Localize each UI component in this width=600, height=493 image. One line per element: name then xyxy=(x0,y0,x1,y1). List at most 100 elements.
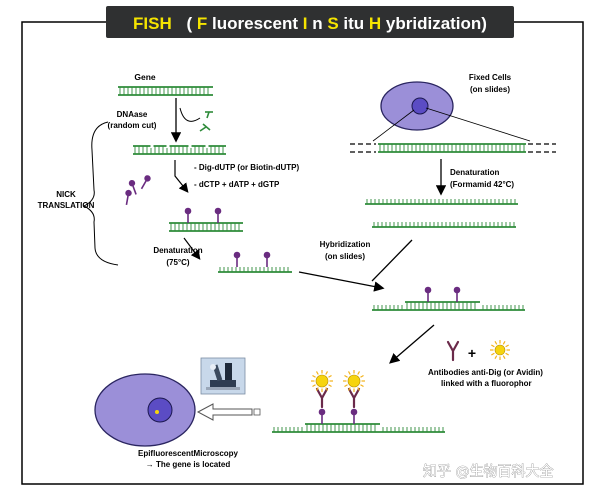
located-nucleus xyxy=(147,397,173,423)
label-gene-located: → The gene is located xyxy=(146,460,231,469)
title-i-rest: n xyxy=(312,14,327,33)
cut-fragments xyxy=(199,111,213,132)
fluorophore xyxy=(311,370,333,392)
fluor-core xyxy=(347,374,361,388)
fluorophore-icon xyxy=(490,340,510,360)
label-75c: (75°C) xyxy=(166,258,190,267)
antibody xyxy=(315,387,329,409)
nick-gap xyxy=(150,144,154,148)
label-antibodies: Antibodies anti-Dig (or Avidin) xyxy=(428,368,543,377)
title-s-rest: itu xyxy=(343,14,369,33)
label-fixed-cells: Fixed Cells xyxy=(469,73,512,82)
fluor-ray xyxy=(312,384,316,388)
cut-curve xyxy=(179,107,201,122)
title-bar xyxy=(106,6,514,38)
dig-label xyxy=(233,251,241,259)
fluor-ray xyxy=(502,355,506,359)
arrow-detection xyxy=(389,324,435,364)
fluor-ray xyxy=(491,344,495,348)
fluor-core xyxy=(315,374,329,388)
fluor-ray xyxy=(360,374,364,378)
label-hybridization-slides: (on slides) xyxy=(325,252,365,261)
title-i: I xyxy=(303,14,308,33)
title-h-rest: ybridization) xyxy=(386,14,487,33)
label-hybridization: Hybridization xyxy=(320,240,371,249)
antibody-icon xyxy=(446,340,460,362)
title-s: S xyxy=(327,14,338,33)
labeled-dna xyxy=(169,207,243,232)
dig-label xyxy=(424,286,432,294)
fixed-cell-nucleus xyxy=(411,97,429,115)
arrow-hollow xyxy=(196,403,261,421)
arrow-denaturation-left xyxy=(183,237,201,260)
denatured-target-dna xyxy=(365,199,518,228)
fluorophore xyxy=(343,370,365,392)
nick-gap xyxy=(166,144,170,148)
antibody xyxy=(347,387,361,409)
title-f-rest: luorescent xyxy=(212,14,303,33)
label-on-slides: (on slides) xyxy=(470,85,510,94)
fluor-ray xyxy=(315,371,319,375)
dig-label xyxy=(318,408,326,416)
label-reagent-1: - Dig-dUTP (or Biotin-dUTP) xyxy=(194,163,300,172)
dig-label xyxy=(125,189,132,197)
fluorophore xyxy=(490,340,510,360)
label-reagent-2: - dCTP + dATP + dGTP xyxy=(194,180,280,189)
gene-signal-dot xyxy=(155,410,159,414)
fluor-ray xyxy=(312,374,316,378)
fluor-ray xyxy=(494,355,498,359)
label-fluorophor: linked with a fluorophor xyxy=(441,379,532,388)
fluor-ray xyxy=(344,374,348,378)
free-nucleotide xyxy=(140,175,151,190)
nicked-dna xyxy=(133,144,226,155)
fluor-ray xyxy=(360,384,364,388)
fluor-ray xyxy=(344,384,348,388)
label-plus: + xyxy=(468,345,476,361)
detected-dna xyxy=(272,370,445,433)
label-denaturation-left: Denaturation xyxy=(153,246,202,255)
nick-translation-brace xyxy=(82,121,119,266)
fluor-ray xyxy=(315,387,319,391)
gene-dna xyxy=(118,86,213,96)
free-probe-nucleotides xyxy=(125,175,151,206)
chromosome-dna xyxy=(350,143,556,153)
dig-label xyxy=(263,251,271,259)
fluor-ray xyxy=(491,352,495,356)
dig-label xyxy=(128,179,136,187)
dig-label xyxy=(214,207,222,215)
free-nucleotide xyxy=(125,189,132,206)
dig-label xyxy=(184,207,192,215)
fluor-ray xyxy=(494,341,498,345)
title-f: F xyxy=(197,14,207,33)
fluor-ray xyxy=(328,384,332,388)
nick-gap xyxy=(188,144,192,148)
fluor-ray xyxy=(328,374,332,378)
title-paren: ( xyxy=(187,14,193,33)
label-translation: TRANSLATION xyxy=(38,201,95,210)
fluor-ray xyxy=(325,371,329,375)
watermark: 知乎 @生物百科大全 xyxy=(423,463,553,480)
label-epifluorescent: EpifluorescentMicroscopy xyxy=(138,449,239,458)
arrow-reagents xyxy=(174,160,189,193)
free-nucleotide xyxy=(128,179,137,195)
zoom-line-left xyxy=(372,109,415,142)
label-dnaase: DNAase xyxy=(117,110,148,119)
dig-label xyxy=(144,175,151,182)
title: FISH ( F luorescent I n S itu H ybridiza… xyxy=(133,14,487,33)
zoom-line-right xyxy=(425,107,531,142)
fluor-ray xyxy=(357,387,361,391)
nick-gap xyxy=(205,144,209,148)
arrow-probe-to-hybrid xyxy=(298,271,385,292)
hybridized-dna xyxy=(372,286,525,311)
located-cell xyxy=(94,373,196,447)
label-random-cut: (random cut) xyxy=(108,121,157,130)
microscope-icon xyxy=(200,357,246,395)
fluor-ray xyxy=(347,371,351,375)
title-fish: FISH xyxy=(133,14,172,33)
label-nick: NICK xyxy=(56,190,76,199)
fluor-ray xyxy=(505,352,509,356)
fluor-ray xyxy=(502,341,506,345)
label-gene: Gene xyxy=(134,72,156,82)
dig-label xyxy=(453,286,461,294)
